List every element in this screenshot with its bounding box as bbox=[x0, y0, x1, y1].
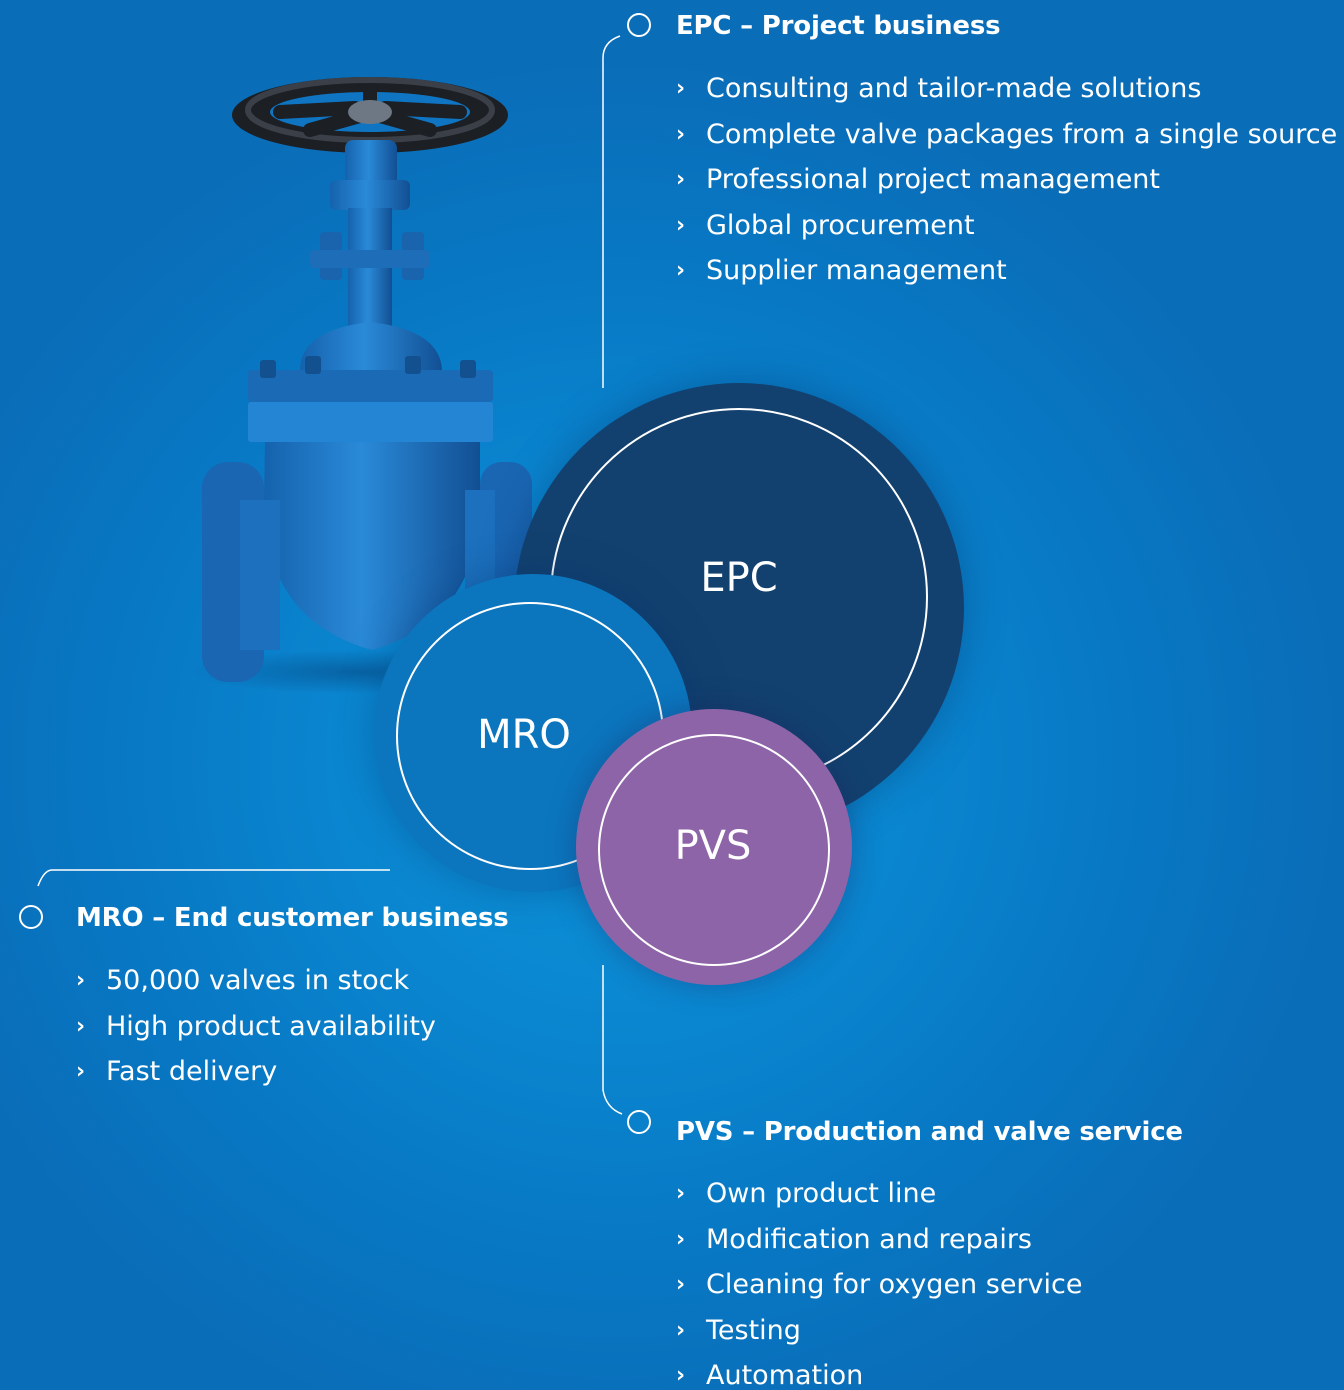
chevron-right-icon: › bbox=[676, 121, 686, 147]
pvs-connector-line bbox=[602, 965, 623, 1115]
chevron-right-icon: › bbox=[76, 1013, 86, 1039]
mro-list: ›50,000 valves in stock ›High product av… bbox=[76, 958, 436, 1095]
chevron-right-icon: › bbox=[676, 212, 686, 238]
list-item: ›Consulting and tailor-made solutions bbox=[676, 66, 1337, 112]
list-item: ›Supplier management bbox=[676, 248, 1337, 294]
mro-title: MRO – End customer business bbox=[76, 903, 509, 933]
epc-ring-icon bbox=[627, 13, 651, 37]
mro-ring-icon bbox=[19, 905, 43, 929]
list-item: ›High product availability bbox=[76, 1004, 436, 1050]
chevron-right-icon: › bbox=[676, 1317, 686, 1343]
chevron-right-icon: › bbox=[676, 1272, 686, 1297]
list-item: ›Automation bbox=[676, 1353, 1082, 1390]
pvs-ring-icon bbox=[627, 1110, 651, 1134]
pvs-list: ›Own product line ›Modification and repa… bbox=[676, 1171, 1082, 1390]
pvs-circle-label: PVS bbox=[674, 823, 752, 869]
list-item: ›Global procurement bbox=[676, 203, 1337, 249]
epc-list: ›Consulting and tailor-made solutions ›C… bbox=[676, 66, 1337, 294]
list-item: ›Professional project management bbox=[676, 157, 1337, 203]
pvs-circle-ring bbox=[598, 734, 830, 966]
list-item: ›Testing bbox=[676, 1308, 1082, 1354]
list-item: ›Own product line bbox=[676, 1171, 1082, 1217]
chevron-right-icon: › bbox=[676, 258, 686, 283]
chevron-right-icon: › bbox=[676, 1181, 686, 1206]
pvs-title: PVS – Production and valve service bbox=[676, 1117, 1183, 1147]
list-item: ›Cleaning for oxygen service bbox=[676, 1262, 1082, 1308]
list-item: ›Modification and repairs bbox=[676, 1217, 1082, 1263]
epc-circle-label: EPC bbox=[700, 555, 778, 601]
chevron-right-icon: › bbox=[676, 1226, 686, 1252]
list-item: ›Complete valve packages from a single s… bbox=[676, 112, 1337, 158]
list-item: ›50,000 valves in stock bbox=[76, 958, 436, 1004]
epc-connector-line bbox=[602, 35, 621, 388]
list-item: ›Fast delivery bbox=[76, 1049, 436, 1095]
chevron-right-icon: › bbox=[76, 968, 86, 993]
chevron-right-icon: › bbox=[676, 167, 686, 192]
mro-circle-label: MRO bbox=[477, 712, 571, 758]
chevron-right-icon: › bbox=[676, 76, 686, 101]
chevron-right-icon: › bbox=[76, 1059, 86, 1084]
mro-connector-line bbox=[37, 869, 390, 887]
chevron-right-icon: › bbox=[676, 1363, 686, 1388]
epc-title: EPC – Project business bbox=[676, 11, 1001, 41]
